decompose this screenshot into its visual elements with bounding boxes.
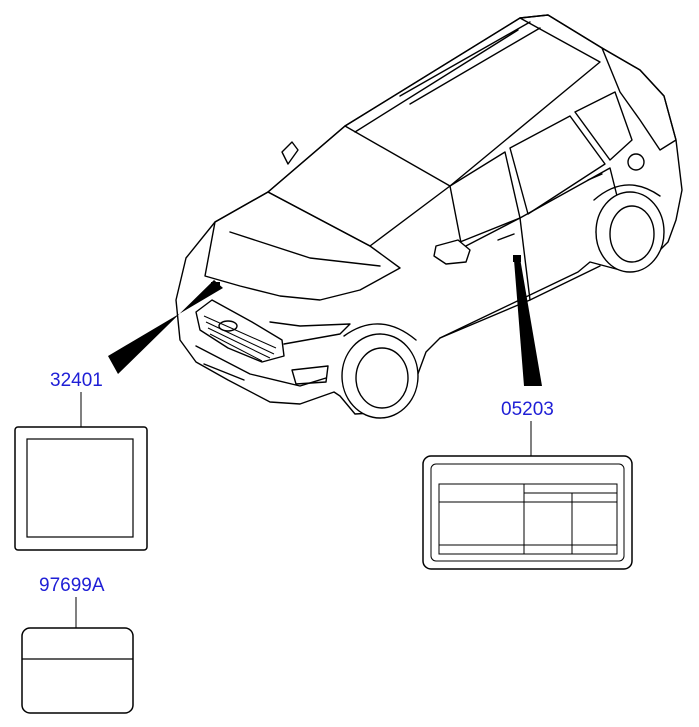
vehicle-drawing: [175, 14, 683, 419]
leader-wedge-front: [108, 280, 223, 374]
part-32401-inner: [26, 438, 134, 538]
label-marker-hood: [211, 282, 220, 288]
leader-wedge-door: [514, 258, 542, 386]
part-97699A-outline[interactable]: [21, 627, 134, 714]
part-05203-inner: [430, 463, 625, 562]
part-32401-outline[interactable]: [14, 426, 148, 551]
label-marker-door: [513, 255, 521, 262]
part-number-97699A[interactable]: 97699A: [39, 575, 105, 596]
part-number-05203[interactable]: 05203: [501, 399, 554, 420]
part-05203-table: [438, 483, 618, 555]
part-number-32401[interactable]: 32401: [50, 370, 103, 391]
part-05203-outline[interactable]: [422, 455, 633, 570]
